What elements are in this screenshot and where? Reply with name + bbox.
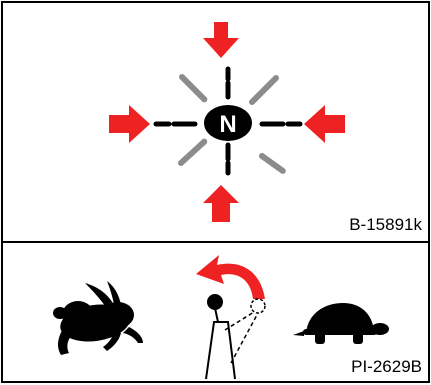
- figure-reference-code: B-15891k: [349, 215, 422, 234]
- rabbit-icon: [53, 281, 143, 355]
- figure-reference-code: PI-2629B: [351, 357, 422, 376]
- ray-upper-left: [179, 74, 208, 103]
- neutral-n-icon: N: [204, 105, 252, 141]
- throttle-speed-panel: PI-2629B: [1, 241, 430, 383]
- diagonal-rays: [178, 74, 286, 174]
- black-dashes: [153, 66, 303, 176]
- throttle-diagram: [53, 255, 389, 380]
- ray-upper-right: [249, 75, 279, 105]
- ray-lower-left: [178, 138, 208, 166]
- red-arrow-left-icon: [304, 105, 345, 143]
- red-arrow-up-icon: [203, 185, 239, 222]
- neutral-position-panel: N B-15891k: [1, 1, 430, 243]
- turtle-icon: [293, 303, 389, 344]
- center-letter: N: [219, 111, 236, 138]
- red-arrow-right-icon: [109, 105, 150, 143]
- throttle-lever-icon: [205, 294, 266, 380]
- red-arrow-down-icon: [203, 22, 239, 58]
- ray-lower-right: [259, 153, 286, 174]
- curved-arrow-icon: [196, 255, 265, 299]
- neutral-diagram: N: [109, 22, 345, 222]
